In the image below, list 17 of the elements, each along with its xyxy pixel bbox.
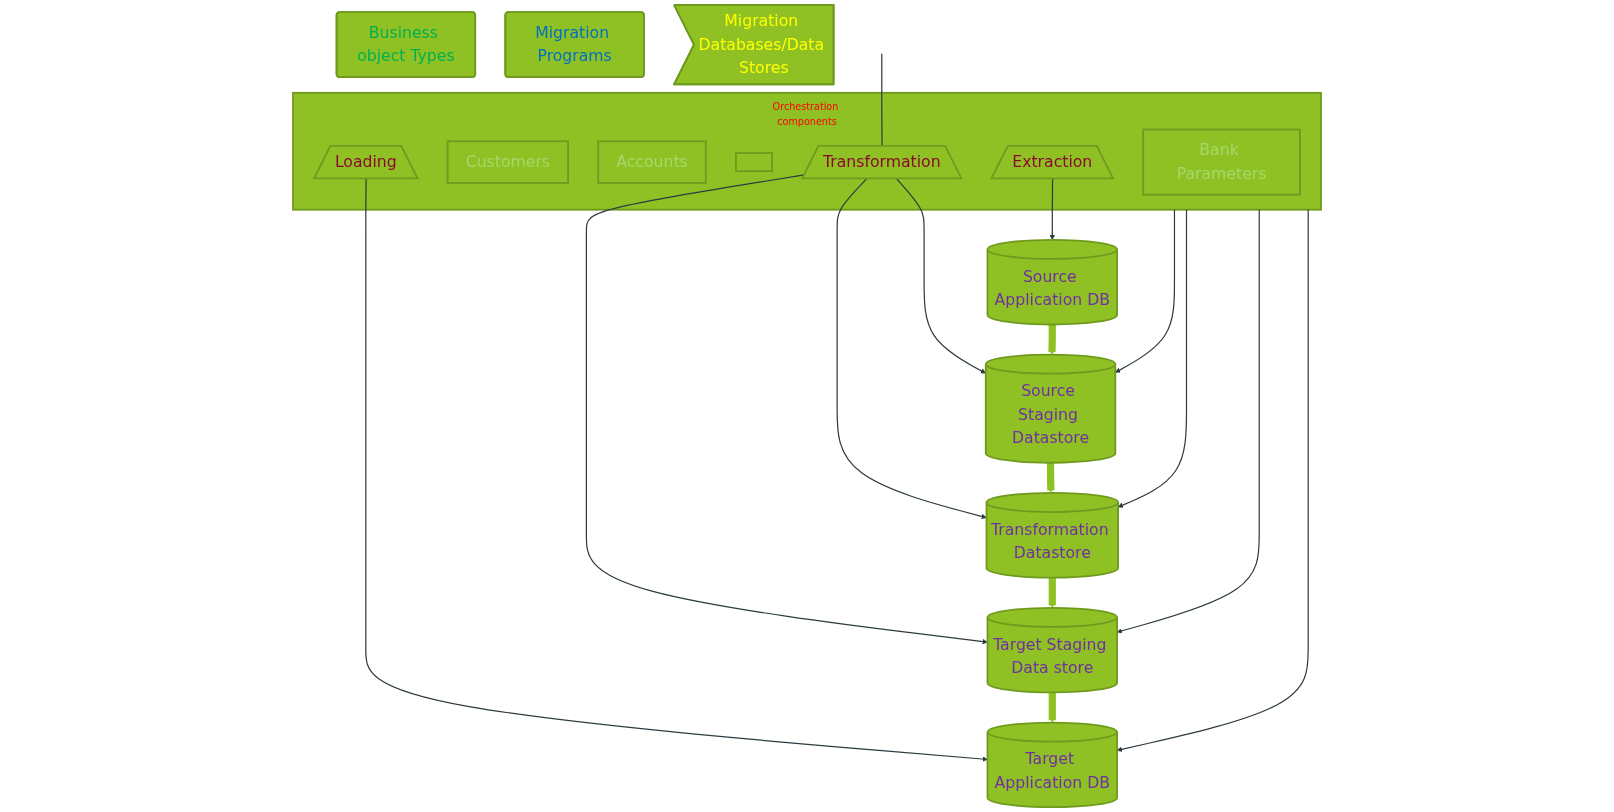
arrow bbox=[1117, 209, 1188, 508]
arrow bbox=[1048, 691, 1056, 723]
node-box: Customers bbox=[446, 140, 569, 184]
node-box: Accounts bbox=[597, 140, 707, 184]
arrow bbox=[1116, 209, 1309, 752]
node-bar bbox=[735, 152, 773, 173]
arrow bbox=[895, 178, 986, 374]
arrow bbox=[836, 178, 987, 520]
arrow bbox=[1116, 209, 1260, 634]
arrow bbox=[365, 178, 988, 762]
arrow bbox=[1046, 461, 1055, 494]
arrow bbox=[1115, 209, 1176, 373]
arrow bbox=[585, 174, 988, 645]
arrow bbox=[1048, 576, 1056, 609]
node-box: Bank Parameters bbox=[1142, 128, 1301, 196]
arrow bbox=[1048, 323, 1056, 355]
arrow bbox=[1049, 178, 1055, 241]
